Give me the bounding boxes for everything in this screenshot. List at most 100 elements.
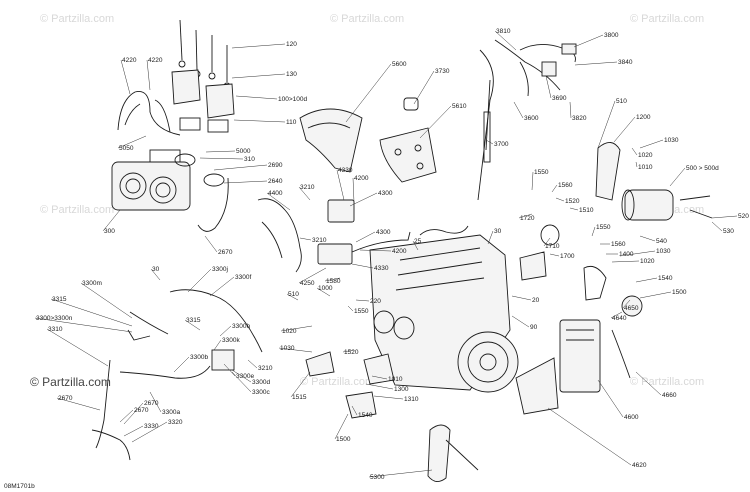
bracket-plate (379, 97, 437, 183)
callout-label: 1540 (358, 412, 373, 419)
callout-label: 1310 (404, 396, 419, 403)
callout-leader-line (619, 250, 656, 257)
callout-label: 3300a (162, 409, 180, 416)
callout-leader-line (213, 164, 268, 171)
callout-label: 4300 (376, 229, 391, 236)
callout-label: 3300e (236, 373, 254, 380)
callout-label: 300 (104, 228, 115, 235)
callout-leader-line (173, 356, 190, 373)
callout-leader-line (413, 70, 435, 105)
callout-leader-line (213, 339, 222, 351)
callout-label: 30 (494, 228, 502, 235)
callout-label: 90 (530, 324, 538, 331)
callout-leader-line (351, 263, 374, 269)
callout-leader-line (187, 268, 212, 293)
callout-leader-line (494, 30, 517, 51)
callout-label: 3810 (496, 28, 511, 35)
callout-label: 4640 (612, 315, 627, 322)
callout-label: 510 (616, 98, 627, 105)
callout-leader-line (123, 425, 144, 437)
callout-leader-line (373, 395, 404, 400)
dipstick-tube (477, 49, 494, 201)
callout-label: 2640 (268, 178, 283, 185)
callout-label: 3310 (48, 326, 63, 333)
callout-leader-line (184, 319, 201, 331)
callout-leader-line (487, 230, 494, 245)
callout-leader-line (298, 267, 327, 284)
callout-label: 4200 (392, 248, 407, 255)
ignition-coils (171, 69, 235, 133)
engine-control-unit (515, 295, 643, 415)
callout-label: 4200 (354, 175, 369, 182)
callout-label: 4330 (338, 167, 353, 174)
callout-label: 1550 (534, 169, 549, 176)
callout-label: 2670 (134, 407, 149, 414)
callout-leader-line (355, 299, 370, 302)
callout-leader-line (485, 139, 494, 145)
watermark-text: © Partzilla.com (630, 376, 704, 388)
callout-label: 1700 (560, 253, 575, 260)
callout-leader-line (334, 413, 349, 440)
callout-label: 30 (152, 266, 160, 273)
callout-label: 1020 (282, 328, 297, 335)
watermark-text: © Partzilla.com (630, 13, 704, 25)
callout-label: 540 (656, 238, 667, 245)
mounting-brackets (305, 351, 395, 419)
callout-leader-line (351, 405, 358, 416)
callout-label: 1515 (292, 394, 307, 401)
callout-label: 3840 (618, 59, 633, 66)
watermark-corner-text: © Partzilla.com (30, 375, 111, 389)
callout-leader-line (231, 73, 286, 79)
callout-leader-line (549, 253, 560, 257)
callout-label: 3300>3300n (36, 315, 73, 322)
callout-leader-line (639, 291, 672, 299)
callout-leader-line (280, 325, 313, 332)
watermark-group: © Partzilla.com © Partzilla.com © Partzi… (30, 13, 704, 389)
callout-leader-line (123, 402, 144, 425)
callout-leader-line (345, 63, 392, 123)
callout-leader-line (511, 295, 532, 301)
callout-label: 1200 (636, 114, 651, 121)
starter-motor (595, 142, 713, 221)
callout-leader-line (412, 240, 419, 251)
callout-leader-line (355, 231, 376, 243)
callout-leader-line (247, 359, 258, 369)
callout-leader-line (711, 215, 738, 219)
watermark-text: © Partzilla.com (300, 376, 374, 388)
callout-leader-line (518, 213, 533, 219)
callout-label: 4300 (378, 190, 393, 197)
callout-leader-line (622, 299, 631, 309)
callout-leader-line (543, 237, 551, 247)
callout-label: 3300j (212, 266, 228, 273)
callout-leader-line (223, 363, 236, 377)
callout-label: 220 (370, 298, 381, 305)
callout-leader-line (298, 186, 311, 201)
callout-leader-line (574, 61, 618, 66)
callout-label: 4660 (662, 392, 677, 399)
watermark-text: © Partzilla.com (40, 13, 114, 25)
coolant-hoses (91, 289, 263, 461)
callout-label: 3300f (235, 274, 251, 281)
callout-leader-line (513, 101, 524, 119)
callout-label: 1300 (394, 386, 409, 393)
callout-label: 3700 (494, 141, 509, 148)
callout-leader-line (231, 369, 252, 383)
callout-label: 1580 (326, 278, 341, 285)
callout-leader-line (511, 315, 530, 328)
callout-label: 1010 (638, 164, 653, 171)
callout-label: 1020 (638, 152, 653, 159)
callout-label: 3300m (82, 280, 102, 287)
callout-leader-line (233, 119, 286, 123)
watermark-text: © Partzilla.com (330, 13, 404, 25)
callout-label: 1560 (558, 182, 573, 189)
callout-label: 4220 (148, 57, 163, 64)
throttle-cables (494, 39, 577, 97)
callout-label: 3315 (52, 296, 67, 303)
callout-leader-line (290, 371, 311, 398)
callout-label: 1400 (619, 251, 634, 258)
callout-leader-line (223, 180, 268, 184)
callout-leader-line (547, 407, 632, 466)
sensor-harness (257, 198, 411, 273)
callout-label: 1500 (672, 289, 687, 296)
callout-leader-line (352, 177, 355, 203)
